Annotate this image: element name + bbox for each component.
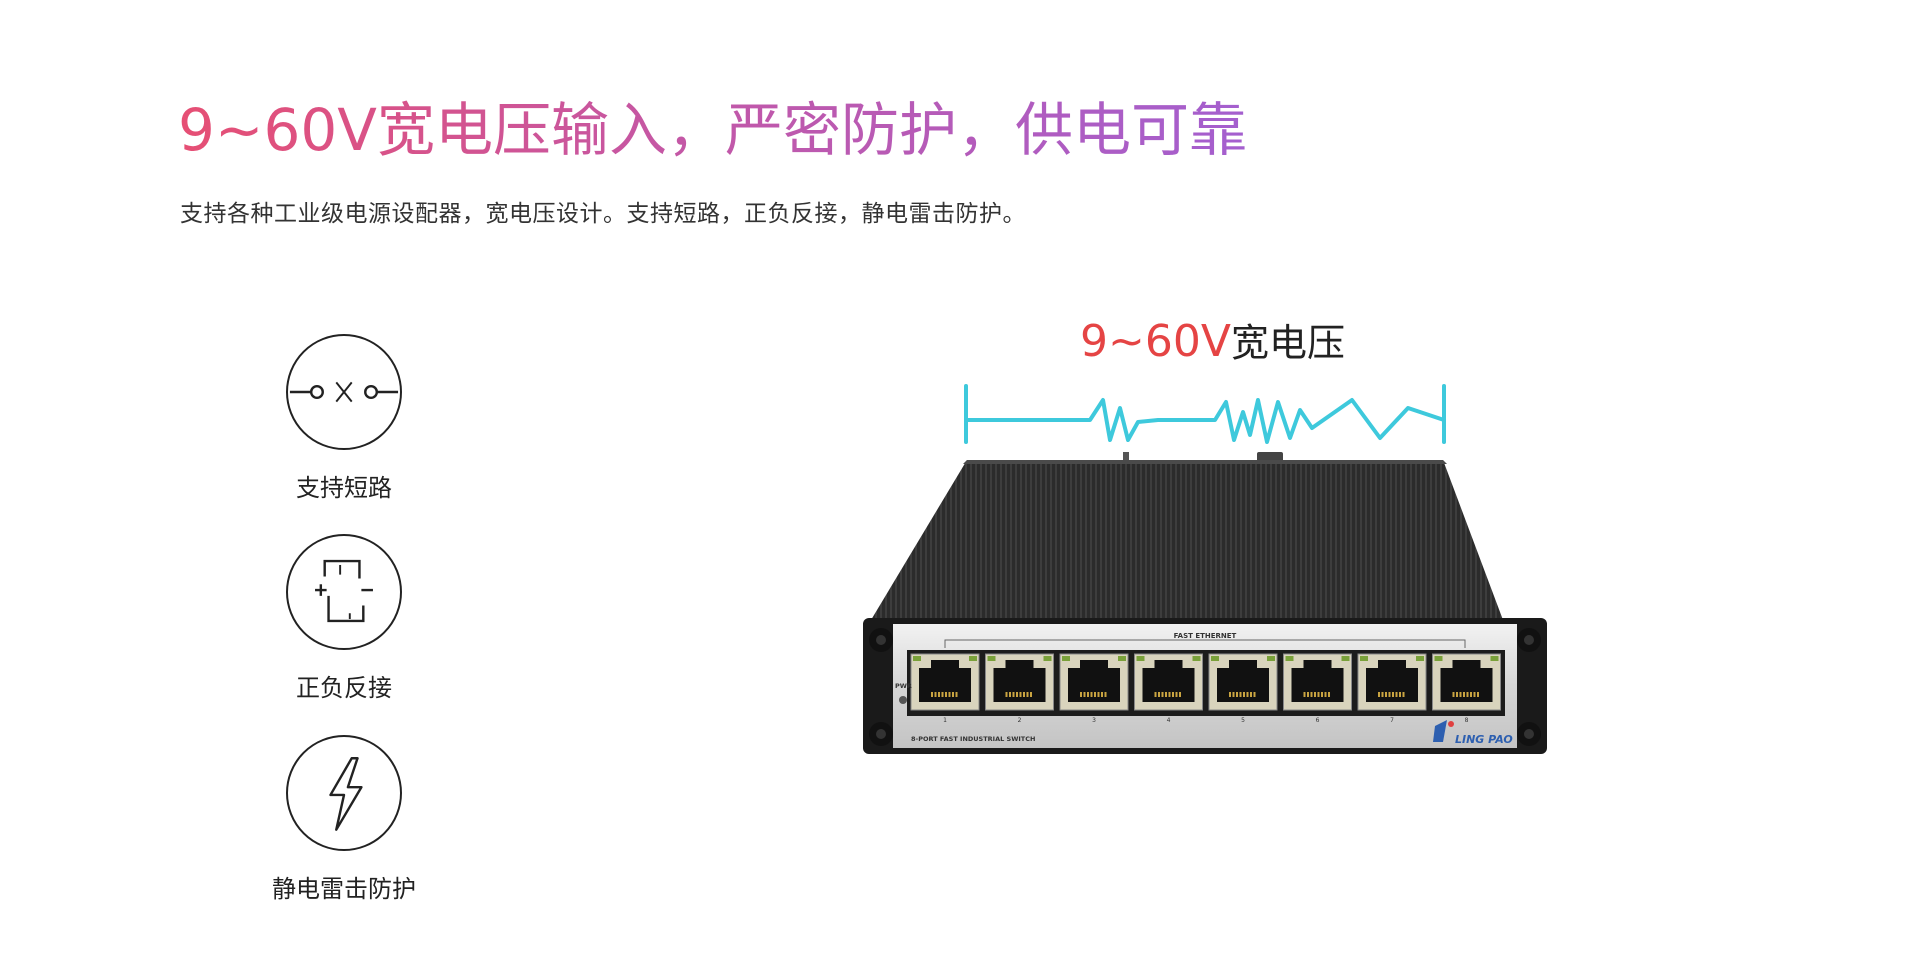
voltage-label: 9~60V宽电压 bbox=[1080, 312, 1345, 367]
reverse-polarity-icon bbox=[286, 534, 402, 650]
ethernet-port[interactable] bbox=[1134, 653, 1203, 711]
lightning-icon bbox=[286, 735, 402, 851]
feature-lightning-protection: 静电雷击防护 bbox=[244, 735, 444, 904]
port-number: 2 bbox=[1018, 717, 1022, 724]
feature-label: 支持短路 bbox=[296, 474, 392, 502]
feature-label: 正负反接 bbox=[296, 674, 392, 702]
voltage-text: 宽电压 bbox=[1230, 321, 1345, 365]
headline: 9~60V宽电压输入，严密防护，供电可靠 bbox=[178, 90, 1247, 170]
port-number: 3 bbox=[1092, 717, 1096, 724]
subline: 支持各种工业级电源设配器，宽电压设计。支持短路，正负反接，静电雷击防护。 bbox=[180, 201, 1026, 227]
ethernet-port[interactable] bbox=[1059, 653, 1129, 711]
port-number: 7 bbox=[1390, 717, 1394, 724]
brand-logo-icon bbox=[1433, 720, 1454, 742]
feature-label: 静电雷击防护 bbox=[272, 875, 416, 903]
short-circuit-icon bbox=[286, 334, 402, 450]
voltage-wave-graphic bbox=[964, 384, 1446, 444]
ethernet-port[interactable] bbox=[1357, 653, 1427, 711]
ethernet-port[interactable] bbox=[1283, 653, 1352, 711]
port-number: 8 bbox=[1465, 717, 1469, 724]
port-number: 6 bbox=[1316, 717, 1320, 724]
pwr-label: PWR bbox=[895, 682, 912, 690]
model-label: 8-PORT FAST INDUSTRIAL SWITCH bbox=[911, 735, 1035, 743]
feature-short-circuit: 支持短路 bbox=[244, 334, 444, 503]
brand-name: LING PAO bbox=[1455, 733, 1513, 746]
fast-ethernet-label: FAST ETHERNET bbox=[1174, 632, 1237, 640]
industrial-switch-device: FAST ETHERNET 1 2 3 4 5 6 7 8 PWR 8-PORT FAST I… bbox=[863, 452, 1547, 754]
screw-icon bbox=[869, 628, 1541, 746]
ethernet-port[interactable] bbox=[1208, 653, 1278, 711]
voltage-value: 9~60V bbox=[1080, 316, 1231, 367]
ethernet-port[interactable] bbox=[910, 653, 980, 711]
pwr-led bbox=[899, 696, 907, 704]
port-number: 5 bbox=[1241, 717, 1245, 724]
feature-reverse-polarity: 正负反接 bbox=[244, 534, 444, 703]
port-number: 4 bbox=[1167, 717, 1171, 724]
ethernet-port[interactable] bbox=[1432, 653, 1501, 711]
ethernet-port[interactable] bbox=[985, 653, 1054, 711]
port-number: 1 bbox=[943, 717, 947, 724]
